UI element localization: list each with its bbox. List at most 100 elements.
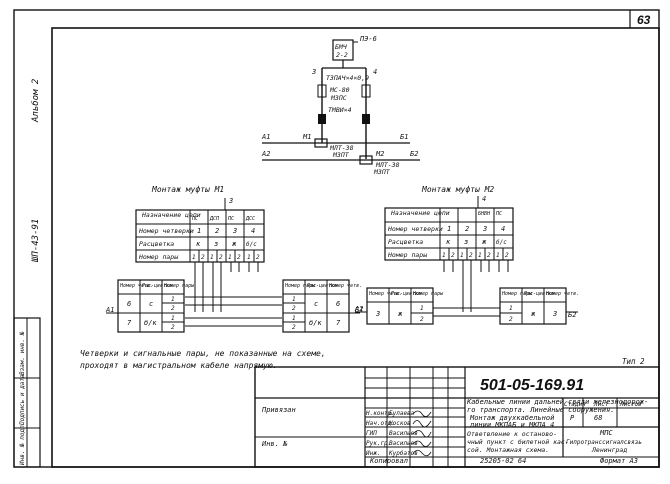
m1-lt-cell: 2 bbox=[171, 324, 175, 331]
m1-rt-cell: 7 bbox=[336, 319, 341, 327]
m2-cell: 1 bbox=[496, 252, 500, 259]
title-block: Тип 2 501-05-169.91 Кабельные линии даль… bbox=[254, 357, 660, 468]
mufta-label-1: МЛТ-38 bbox=[329, 144, 354, 152]
privyazan-label: Привязан bbox=[261, 406, 296, 414]
mufta-m2-diagram: Монтаж муфты М2 4 Назначение цепи БНВН П… bbox=[354, 185, 579, 325]
m1-hdr-1: ДСП bbox=[209, 216, 220, 222]
m2-cell: 4 bbox=[501, 225, 505, 233]
org-line-3: Ленинград bbox=[591, 446, 627, 454]
line-b1: Б1 bbox=[400, 133, 408, 141]
org-line-1: МПС bbox=[599, 429, 613, 437]
line-a2: А2 bbox=[261, 150, 270, 158]
m1-hdr-3: ДСС bbox=[245, 216, 255, 222]
m1-left-line: А1 bbox=[105, 306, 114, 314]
m2-rt-cell: 3 bbox=[552, 310, 557, 318]
m1-rt-h2: Номер четв. bbox=[328, 283, 362, 289]
desc-line-2: го транспорта. Линейные сооружения. bbox=[467, 406, 615, 414]
m2-lt-h2: Номер пары bbox=[412, 291, 444, 297]
signature-marks bbox=[412, 410, 432, 457]
m2-left-line: А2 bbox=[354, 305, 363, 313]
sheet-label: Лист bbox=[593, 401, 609, 408]
m1-rt-cell: 1 bbox=[292, 296, 296, 303]
stamp-replace: Взам. инв. № bbox=[19, 331, 26, 375]
role-0: Н.контр. bbox=[365, 410, 395, 417]
name-1: Носков bbox=[388, 420, 411, 427]
m2-lt-cell: 1 bbox=[420, 305, 424, 312]
name-3: Васильев bbox=[389, 440, 418, 447]
m2-lt-h0: Номер четв. bbox=[368, 291, 402, 297]
lower-cable-label: ТМВИ×4 bbox=[328, 106, 352, 114]
m2-cell: 2 bbox=[451, 252, 455, 259]
sub-line-2: чный пункт с билетной кас- bbox=[467, 438, 569, 446]
m1-hdr-2: ПС bbox=[227, 216, 234, 222]
m2-rt-h2: Номер четв. bbox=[545, 291, 579, 297]
doc-number: 501-05-169.91 bbox=[480, 377, 584, 394]
m2-cell: б/с bbox=[496, 239, 507, 246]
m1-cell: ж bbox=[231, 240, 237, 248]
mufta-label-2: МЗПТ bbox=[332, 151, 350, 159]
m1-cell: 2 bbox=[215, 227, 219, 235]
stamp-sign: Подпись и дата bbox=[19, 374, 26, 426]
note-line-1: Четверки и сигнальные пары, не показанны… bbox=[80, 349, 326, 358]
top-cable-label: ПЭ-6 bbox=[359, 35, 377, 43]
m2-cell: к bbox=[446, 238, 451, 246]
m1-cell: 1 bbox=[228, 254, 232, 261]
mufta-m2-tag: М2 bbox=[375, 150, 384, 158]
m1-lt-cell: б/к bbox=[144, 319, 157, 327]
sub-line-1: Ответвление к останово- bbox=[467, 430, 557, 438]
m2-cell: 2 bbox=[465, 225, 469, 233]
m2-hdr-0: БНВН bbox=[478, 211, 491, 217]
m1-cell: 1 bbox=[192, 254, 196, 261]
m2-rt-cell: 1 bbox=[509, 305, 513, 312]
m1-lt-h2: Номер пары bbox=[163, 283, 195, 289]
m2-lt-cell: 2 bbox=[420, 316, 424, 323]
m1-row-label-1: Расцветка bbox=[139, 240, 174, 248]
title-line-2: линии МКПАБ и МКПА 4 bbox=[469, 421, 554, 429]
m2-num: 4 bbox=[482, 195, 486, 203]
m2-cell: 3 bbox=[482, 225, 487, 233]
org-line-2: Гипротранссигналсвязь bbox=[566, 439, 642, 446]
stamp-inv: Инв. № подл. bbox=[19, 422, 26, 466]
m1-rt-h0: Номер пары bbox=[284, 283, 316, 289]
m1-lt-cell: с bbox=[149, 300, 153, 308]
m2-cell: ж bbox=[481, 238, 487, 246]
top-box-line-1: БМЧ bbox=[335, 43, 347, 51]
m1-lt-cell: 1 bbox=[171, 315, 175, 322]
m2-row-label-1: Расцветка bbox=[388, 238, 423, 246]
right-num: 4 bbox=[373, 68, 377, 76]
m1-lt-cell: 1 bbox=[171, 296, 175, 303]
m1-lt-cell: 7 bbox=[127, 319, 132, 327]
mufta-m1-tag: М1 bbox=[302, 133, 311, 141]
m2-lt-h1: Рас-цветка bbox=[391, 291, 421, 297]
m1-cell: 3 bbox=[232, 227, 237, 235]
m1-cell: 2 bbox=[201, 254, 205, 261]
mufta-label-3: МЛТ-38 bbox=[375, 161, 400, 169]
m1-cell: 2 bbox=[237, 254, 241, 261]
line-a1: А1 bbox=[261, 133, 270, 141]
footer-number: 25205-02 64 bbox=[480, 457, 526, 465]
role-3: Рук.гр. bbox=[366, 440, 391, 447]
type-label: Тип 2 bbox=[622, 357, 645, 366]
m1-rt-cell: 6 bbox=[336, 300, 340, 308]
m1-lt-h0: Номер четв. bbox=[119, 283, 153, 289]
top-box-line-2: 2-2 bbox=[336, 51, 348, 59]
role-1: Нач.отд. bbox=[365, 420, 395, 427]
name-0: Булаева bbox=[389, 410, 415, 417]
m2-row-label-2: Номер пары bbox=[387, 251, 427, 259]
m2-cell: 1 bbox=[478, 252, 482, 259]
sheet-value: 68 bbox=[594, 414, 602, 422]
m1-cell: 4 bbox=[251, 227, 255, 235]
m1-title: Монтаж муфты М1 bbox=[151, 185, 224, 194]
m2-rt-h0: Номер пары bbox=[501, 291, 533, 297]
m1-lt-h1: Рас-цветка bbox=[142, 283, 172, 289]
m1-rt-cell: с bbox=[314, 300, 318, 308]
m1-header-label: Назначение цепи bbox=[141, 211, 201, 219]
m1-row-label-2: Номер пары bbox=[138, 253, 178, 261]
stage-value: Р bbox=[570, 414, 575, 422]
m2-rt-h1: Рас-цветка bbox=[524, 291, 554, 297]
m1-rt-cell: 2 bbox=[292, 324, 296, 331]
page-number: 63 bbox=[637, 13, 651, 27]
m2-row-label-0: Номер четверки bbox=[387, 225, 443, 233]
m2-lt-cell: ж bbox=[397, 310, 403, 318]
